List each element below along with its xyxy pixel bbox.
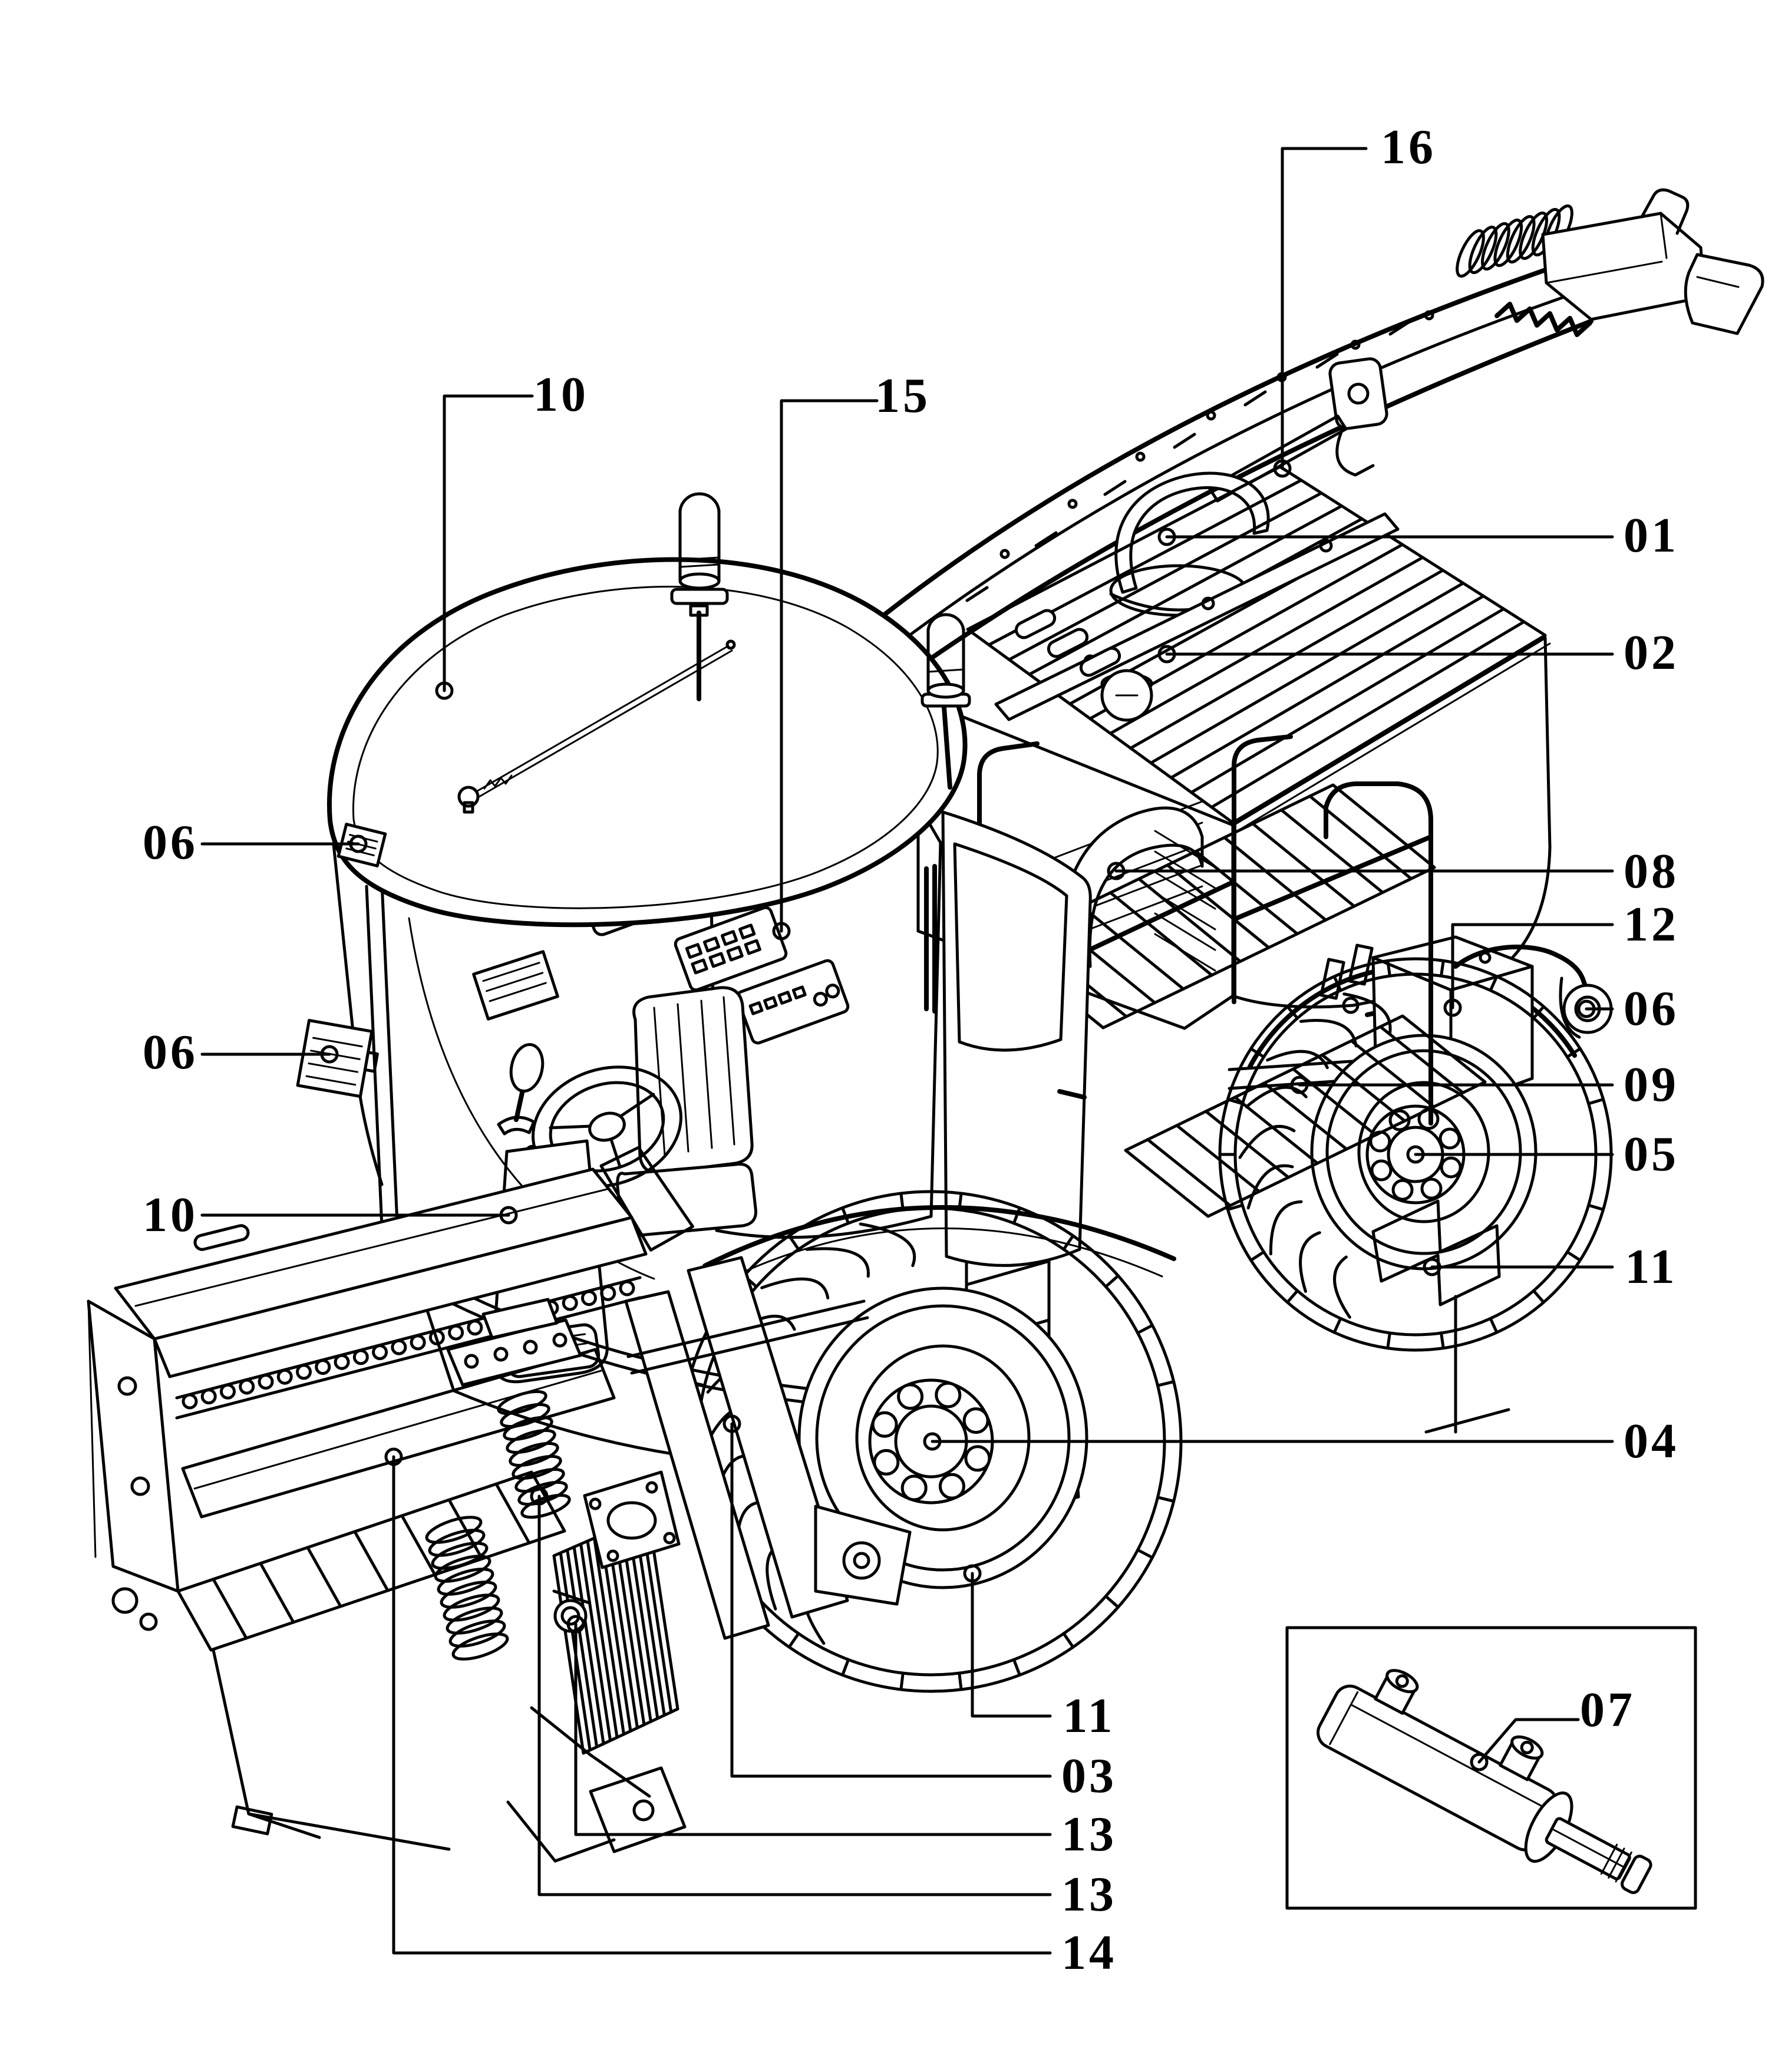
callout-dot-01 xyxy=(1157,527,1176,546)
callout-label-06-left-upper: 06 xyxy=(143,815,198,870)
callout-label-06-right: 06 xyxy=(1624,981,1679,1036)
beacon-light-cab xyxy=(921,613,971,790)
callout-dot-11-bottom xyxy=(963,1564,982,1583)
callout-leader-10-top xyxy=(443,394,534,692)
callout-dot-11-right xyxy=(1423,1258,1441,1276)
keypad-2 xyxy=(735,959,850,1045)
beacon-light-front xyxy=(670,492,729,701)
pickup-apron xyxy=(176,1470,566,1652)
callout-dot-09 xyxy=(1290,1075,1309,1094)
cab-roof xyxy=(327,557,968,928)
callout-label-13-lower: 13 xyxy=(1061,1867,1117,1922)
spout-joint xyxy=(1328,357,1388,477)
callout-dot-08 xyxy=(1107,862,1126,880)
callout-dot-06-right xyxy=(1577,999,1596,1018)
callout-label-04: 04 xyxy=(1624,1414,1679,1469)
callout-label-14: 14 xyxy=(1061,1925,1117,1980)
breather-hose xyxy=(1453,944,1613,1039)
joystick xyxy=(497,1043,545,1136)
coil-spring-upper xyxy=(497,1390,571,1519)
callout-leader-07 xyxy=(1477,1718,1580,1764)
callout-dot-13-upper xyxy=(566,1615,585,1634)
callout-label-10-left: 10 xyxy=(143,1187,198,1242)
air-intake-arch xyxy=(1058,806,1204,968)
callout-leader-15 xyxy=(780,399,879,933)
callout-label-03: 03 xyxy=(1061,1748,1117,1803)
callout-label-13-upper: 13 xyxy=(1061,1807,1117,1862)
roof-antenna xyxy=(457,639,736,814)
callout-label-10-top: 10 xyxy=(533,367,589,422)
coil-spring-lower xyxy=(425,1516,509,1661)
callout-label-16: 16 xyxy=(1381,120,1436,174)
callout-dot-10-left xyxy=(499,1206,518,1225)
callout-label-07: 07 xyxy=(1580,1682,1635,1737)
callout-dot-06-left-upper xyxy=(349,834,368,853)
callout-label-12: 12 xyxy=(1624,897,1679,952)
callout-dot-06-left-lower xyxy=(320,1045,339,1064)
callout-dot-12 xyxy=(1443,998,1462,1017)
callout-leader-13-upper xyxy=(574,1622,1052,1836)
callout-dot-03 xyxy=(722,1414,741,1433)
callout-leader-11-bottom xyxy=(971,1572,1052,1718)
spout-tip xyxy=(1456,188,1764,337)
callout-leader-03 xyxy=(730,1422,1052,1778)
callout-label-09: 09 xyxy=(1624,1057,1679,1112)
cab-door xyxy=(924,810,1092,1267)
callout-dot-02 xyxy=(1157,645,1176,664)
callout-label-11-bottom: 11 xyxy=(1063,1688,1116,1743)
callout-label-15: 15 xyxy=(875,368,931,423)
callout-label-08: 08 xyxy=(1624,844,1679,899)
callout-label-06-left-lower: 06 xyxy=(143,1025,198,1080)
auger-band xyxy=(181,1348,616,1519)
callout-dot-10-top xyxy=(435,681,454,700)
spout-slots xyxy=(965,310,1434,602)
callout-dot-04 xyxy=(923,1432,942,1451)
inset-hydraulic-cylinder xyxy=(1285,1626,1697,1910)
callout-label-11-right: 11 xyxy=(1625,1239,1678,1294)
stairs xyxy=(1371,1199,1510,1434)
callout-label-02: 02 xyxy=(1624,625,1679,680)
callout-leader-13-lower xyxy=(537,1494,1052,1896)
callout-leader-12 xyxy=(1451,923,1614,1009)
callout-dot-14 xyxy=(384,1447,403,1466)
inset-box xyxy=(1285,1626,1697,1910)
callout-label-05: 05 xyxy=(1624,1127,1679,1182)
keypad xyxy=(674,906,788,992)
callout-dot-13-lower xyxy=(530,1487,549,1506)
callout-leader-16 xyxy=(1281,147,1368,470)
callout-layer xyxy=(200,147,1614,1955)
front-wheel xyxy=(679,1190,1183,1693)
callout-dot-15 xyxy=(772,922,791,941)
callout-leader-14 xyxy=(392,1455,1052,1955)
filler-cap xyxy=(1100,669,1153,722)
gearbox-flange xyxy=(583,1470,681,1569)
discharge-spout xyxy=(853,188,1764,692)
callout-dot-05 xyxy=(1406,1145,1425,1164)
callout-dot-07 xyxy=(1470,1753,1489,1771)
handrails xyxy=(977,734,1433,1214)
callout-label-01: 01 xyxy=(1624,508,1679,563)
callout-dot-16 xyxy=(1273,459,1292,478)
